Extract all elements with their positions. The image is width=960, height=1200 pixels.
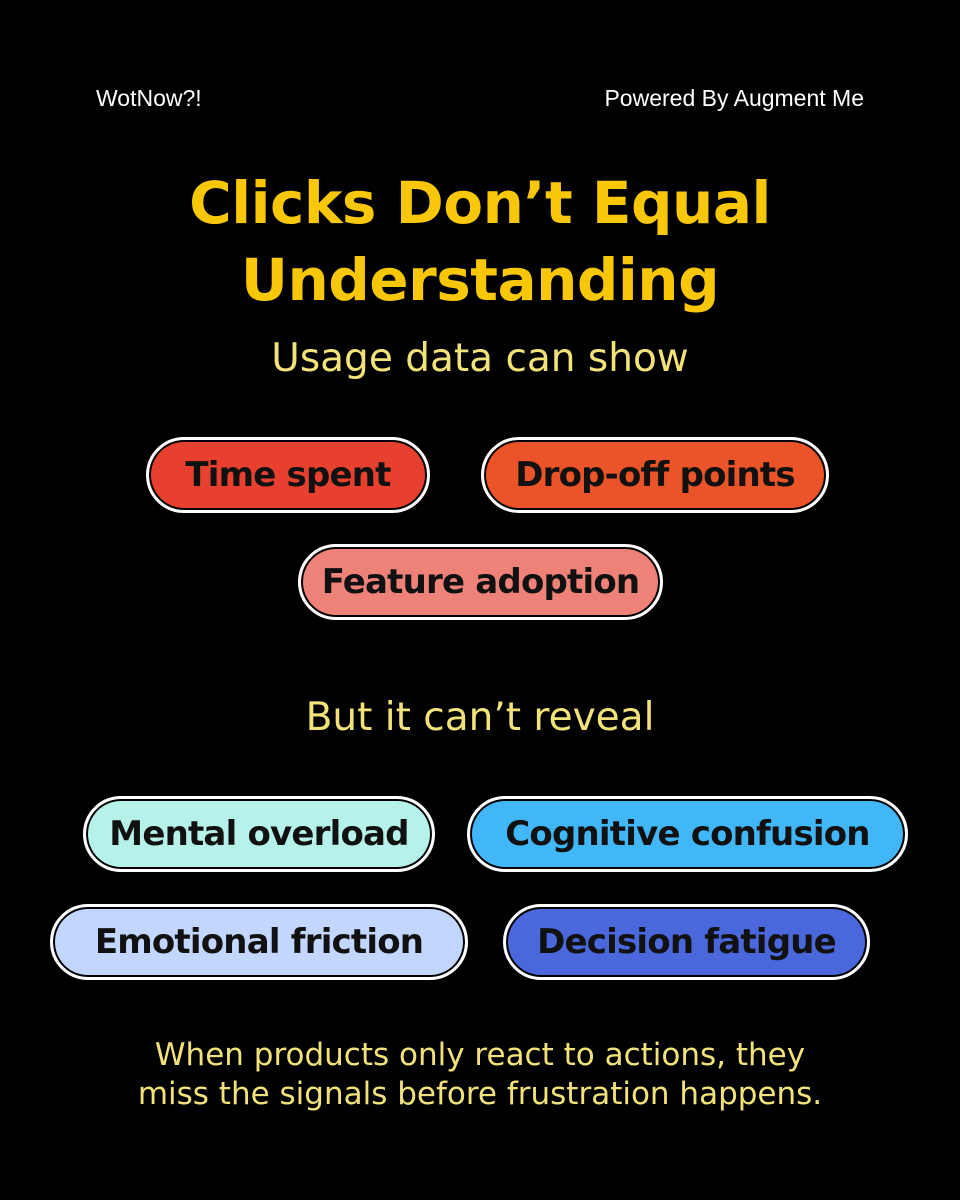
pill-drop-off-points: Drop-off points <box>481 437 829 513</box>
footer-line-2: miss the signals before frustration happ… <box>137 1076 823 1112</box>
reveals-heading: But it can’t reveal <box>305 695 655 740</box>
pill-mental-overload: Mental overload <box>83 796 435 872</box>
pill-decision-fatigue: Decision fatigue <box>503 904 870 980</box>
shows-heading: Usage data can show <box>271 336 689 381</box>
pill-cognitive-confusion: Cognitive confusion <box>467 796 908 872</box>
pill-time-spent: Time spent <box>146 437 430 513</box>
pill-feature-adoption: Feature adoption <box>298 544 663 620</box>
footer-statement: When products only react to actions, the… <box>0 1036 960 1114</box>
powered-by-text: Powered By Augment Me <box>604 85 864 111</box>
page-title: Clicks Don’t Equal Understanding <box>0 165 960 319</box>
brand-name: WotNow?! <box>96 85 202 111</box>
title-line-2: Understanding <box>240 246 720 314</box>
pill-emotional-friction: Emotional friction <box>50 904 468 980</box>
footer-line-1: When products only react to actions, the… <box>154 1037 806 1073</box>
title-line-1: Clicks Don’t Equal <box>189 169 771 237</box>
